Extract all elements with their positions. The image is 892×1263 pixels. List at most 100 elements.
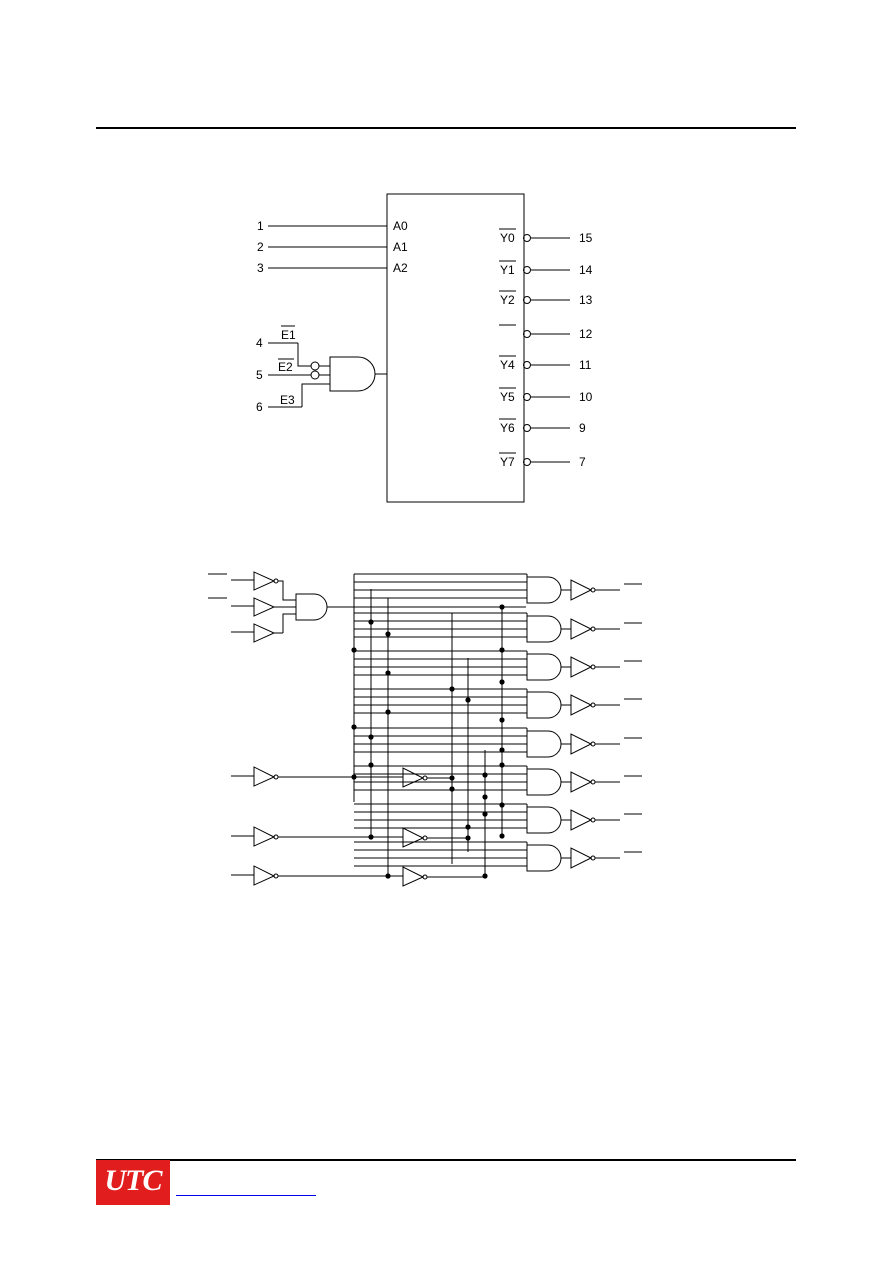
inverter-icon [570, 771, 593, 793]
pin-label: A0 [393, 219, 408, 233]
inverter-icon [570, 733, 593, 755]
pin-number: 9 [579, 421, 586, 435]
decode-gate-7 [354, 841, 642, 872]
address-input-a0: 1 A0 [257, 219, 408, 233]
ic-body [386, 193, 525, 503]
junction-dot [499, 679, 505, 685]
inverter-icon [570, 656, 593, 678]
junction-dot [499, 647, 505, 653]
and-gate-icon [526, 691, 562, 719]
input-buffers [208, 571, 526, 887]
address-input-a1: 2 A1 [257, 240, 408, 254]
decode-gate-6 [354, 803, 642, 834]
junction-dot [499, 717, 505, 723]
junction-dot [482, 873, 488, 879]
gate-matrix [354, 573, 642, 872]
inversion-bubble [523, 361, 531, 369]
inversion-bubble [523, 330, 531, 338]
footer-rule [96, 1159, 796, 1161]
inverter-icon [402, 866, 425, 887]
address-input-a2: 3 A2 [257, 261, 408, 275]
enable-input-e2: 5 E2 [256, 358, 311, 382]
enable-input-e3: 6 E3 [256, 383, 330, 414]
junction-dot [385, 873, 391, 879]
junction-dot [385, 670, 391, 676]
inverter-icon [402, 827, 425, 848]
signal-buses [353, 574, 503, 876]
junction-dot [499, 833, 505, 839]
pin-number: 13 [579, 293, 593, 307]
junction-dot [368, 834, 374, 840]
inversion-bubble [310, 370, 320, 380]
junction-dot [482, 794, 488, 800]
pin-label: Y1 [500, 263, 515, 277]
and-gate-icon [526, 653, 562, 681]
pin-label: A2 [393, 261, 408, 275]
inversion-bubble [523, 266, 531, 274]
junction-dot [499, 747, 505, 753]
inverter-icon [570, 579, 593, 601]
inversion-bubble [523, 393, 531, 401]
and-gate-icon [526, 844, 562, 872]
pin-label: Y6 [500, 421, 515, 435]
output-y3: 12 [499, 324, 593, 341]
junction-dot [465, 835, 471, 841]
decode-gate-3 [354, 688, 642, 719]
pin-number: 3 [257, 261, 264, 275]
inversion-bubble [310, 361, 320, 371]
junction-dot [385, 709, 391, 715]
junction-dot [499, 762, 505, 768]
enable-input-e1: 4 E1 [256, 325, 311, 367]
and-gate-icon [526, 768, 562, 796]
pin-label: E2 [278, 360, 293, 374]
enable-and-gate [310, 356, 387, 392]
decode-gate-1 [354, 612, 642, 643]
junction-dot [482, 811, 488, 817]
pin-number: 1 [257, 219, 264, 233]
inverter-icon [402, 767, 425, 788]
enable-and-gate [295, 593, 328, 621]
junction-dot [351, 774, 357, 780]
inverter-icon [570, 809, 593, 831]
inversion-bubble [523, 296, 531, 304]
junction-dot [465, 697, 471, 703]
junction-dot [499, 802, 505, 808]
inversion-bubble [523, 458, 531, 466]
pin-number: 2 [257, 240, 264, 254]
pin-number: 12 [579, 327, 593, 341]
inverter-icon [570, 618, 593, 640]
buffer-icon [253, 571, 276, 591]
logo-text: UTC [104, 1164, 163, 1197]
pin-number: 10 [579, 390, 593, 404]
buffer-icon [253, 826, 276, 847]
logic-symbol: 1 A0 2 A1 3 A2 4 E1 5 E2 [256, 193, 593, 503]
junction-dot [449, 775, 455, 781]
and-gate-icon [526, 806, 562, 834]
utc-logo: UTC [96, 1160, 170, 1205]
junction-dot [351, 647, 357, 653]
decode-gate-5 [354, 765, 642, 796]
junction-dot [449, 686, 455, 692]
pin-label: Y5 [500, 390, 515, 404]
pin-label: Y0 [500, 231, 515, 245]
junction-dot [385, 631, 391, 637]
pin-label: A1 [393, 240, 408, 254]
pin-number: 6 [256, 400, 263, 414]
output-y6: Y6 9 [499, 418, 586, 435]
and-gate-icon [526, 576, 562, 604]
decode-gate-2 [354, 650, 642, 681]
pin-number: 5 [256, 368, 263, 382]
junction-dots [351, 604, 505, 879]
pin-label: E3 [280, 393, 295, 407]
inversion-bubble [523, 234, 531, 242]
inversion-bubble [523, 424, 531, 432]
junction-dot [368, 619, 374, 625]
website-link[interactable] [176, 1195, 316, 1196]
buffer-icon [253, 597, 276, 617]
junction-dot [368, 762, 374, 768]
